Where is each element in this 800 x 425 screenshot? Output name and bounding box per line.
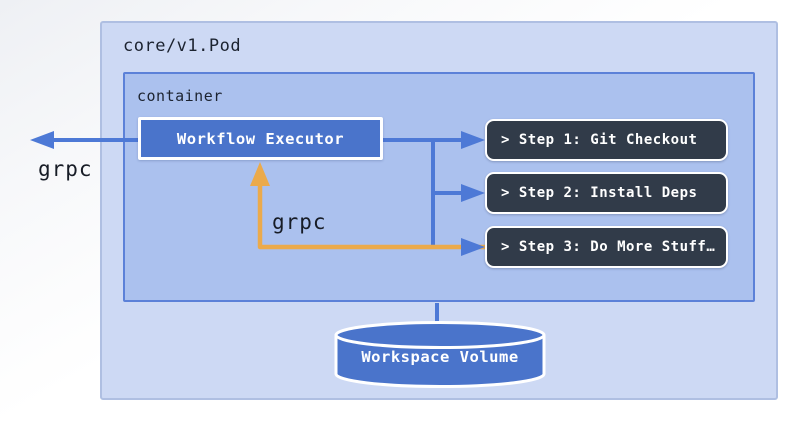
container-title: container: [137, 87, 223, 105]
step-3-node: > Step 3: Do More Stuff…: [485, 226, 728, 268]
step-2-node: > Step 2: Install Deps: [485, 172, 728, 214]
grpc-out-label: grpc: [38, 157, 93, 181]
workflow-executor-label: Workflow Executor: [176, 129, 345, 148]
step-1-label: > Step 1: Git Checkout: [501, 132, 698, 148]
step-1-node: > Step 1: Git Checkout: [485, 119, 728, 161]
grpc-up-label: grpc: [272, 210, 327, 234]
workspace-volume-label: Workspace Volume: [361, 348, 519, 366]
grpc-out-arrowhead: [30, 131, 54, 149]
workspace-volume-node: Workspace Volume: [333, 320, 547, 390]
step-2-label: > Step 2: Install Deps: [501, 185, 698, 201]
cylinder-shape-icon: [334, 321, 546, 388]
pod-title: core/v1.Pod: [123, 36, 242, 56]
workflow-executor-node: Workflow Executor: [138, 117, 383, 160]
step-3-label: > Step 3: Do More Stuff…: [501, 239, 716, 255]
